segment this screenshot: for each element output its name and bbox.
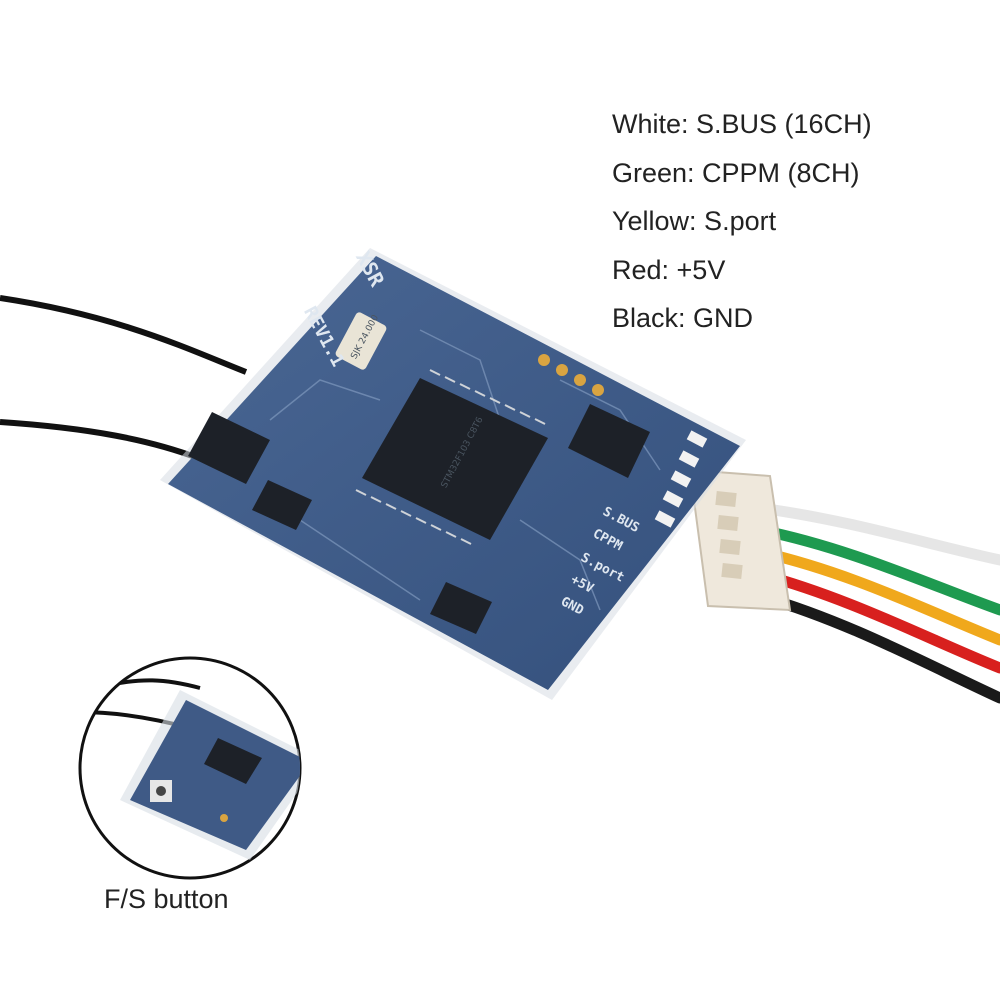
solder-pads [538, 354, 604, 396]
pin-pads [654, 430, 708, 528]
servo-wire-bundle [754, 502, 1000, 704]
small-ic-left [188, 412, 270, 484]
antenna-wires [0, 295, 248, 461]
inset-closeup [78, 656, 302, 880]
wire-color-legend: White: S.BUS (16CH) Green: CPPM (8CH) Ye… [612, 104, 992, 347]
transistor-bottom [430, 582, 492, 634]
legend-black: Black: GND [612, 303, 754, 333]
wire-connector [688, 468, 792, 612]
legend-green: Green: CPPM (8CH) [612, 157, 860, 188]
fs-button-caption: F/S button [104, 884, 229, 914]
legend-white: White: S.BUS (16CH) [612, 109, 872, 139]
small-ic-right [568, 404, 650, 478]
transistor-left [252, 480, 312, 530]
legend-yellow: Yellow: S.port [612, 206, 777, 236]
receiver-board: STM32F103 C8T6 SJK 24.000 [160, 247, 746, 700]
legend-red: Red: +5V [612, 254, 726, 285]
mcu-chip: STM32F103 C8T6 [355, 369, 548, 545]
